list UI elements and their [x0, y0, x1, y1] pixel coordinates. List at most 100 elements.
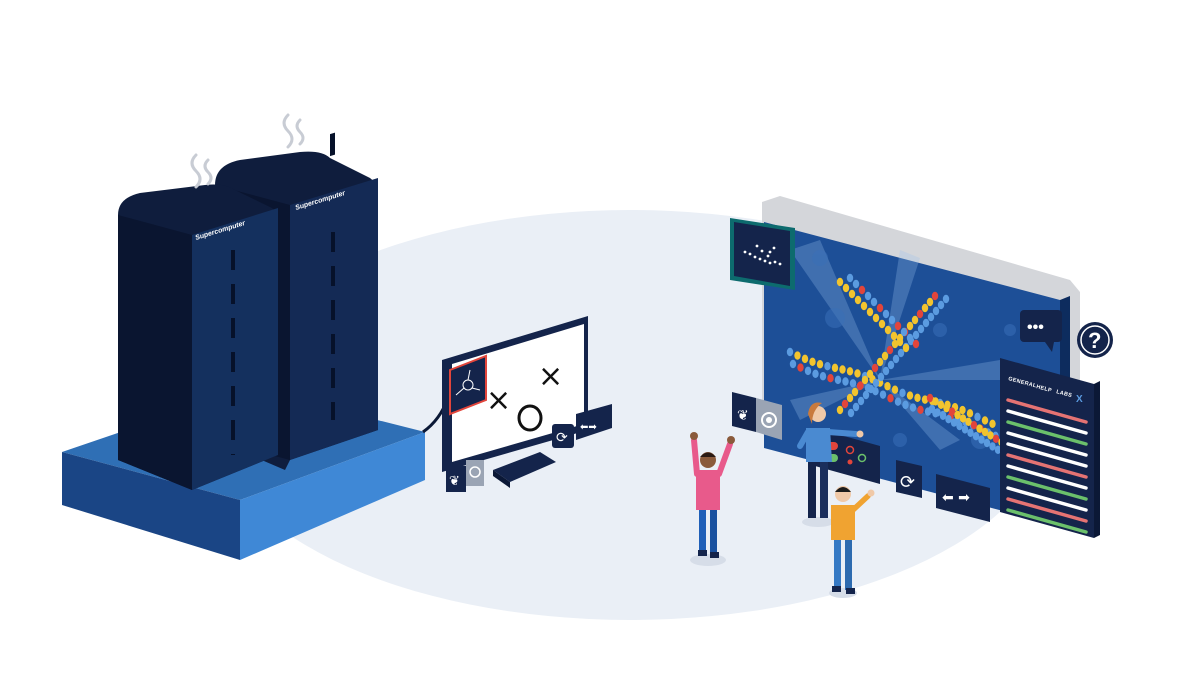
data-dot [902, 343, 910, 353]
data-dot [879, 390, 887, 399]
menu-list-row[interactable] [1006, 420, 1088, 446]
data-dot [976, 424, 983, 433]
data-dot [917, 324, 925, 334]
data-dot [926, 393, 934, 403]
data-dot [854, 295, 862, 305]
menu-list-row[interactable] [1006, 453, 1088, 479]
data-dot [954, 410, 961, 420]
data-dot [888, 315, 896, 325]
toggle-dot-red [845, 445, 855, 455]
data-dot [906, 333, 914, 343]
molecule-icon [455, 369, 481, 396]
menu-close-button[interactable]: X [1076, 394, 1083, 405]
data-dot [886, 345, 894, 355]
data-dot [861, 375, 869, 385]
data-dot [916, 309, 924, 319]
data-dot [959, 405, 966, 415]
menu-list-row[interactable] [1006, 398, 1088, 424]
data-dot [932, 397, 939, 406]
data-dot [890, 331, 898, 341]
data-dots [786, 273, 1007, 458]
data-dot [849, 379, 857, 388]
data-dot [884, 382, 891, 391]
menu-list-row[interactable] [1006, 486, 1088, 512]
data-dot [921, 395, 929, 404]
data-dot [891, 339, 899, 349]
data-dot [789, 359, 797, 369]
target-icon-core [766, 417, 772, 423]
big-arrows-button[interactable]: ⬅ ➡ [936, 474, 990, 522]
data-dot [974, 412, 981, 422]
data-dot [872, 313, 880, 323]
small-thumbnail[interactable] [449, 354, 487, 416]
small-display: × × ⟳ ⬅➡ ❦ [442, 316, 612, 492]
platform-left [62, 452, 240, 560]
data-dot [882, 366, 890, 376]
help-button[interactable]: ? [1077, 322, 1113, 358]
data-dot [945, 415, 952, 424]
data-dot [939, 411, 947, 420]
data-dot [937, 400, 945, 409]
data-dot [970, 421, 978, 430]
data-dot [884, 325, 892, 335]
small-arrows-button[interactable] [576, 404, 612, 440]
data-dot [866, 369, 874, 379]
small-target-button[interactable] [466, 460, 484, 486]
leaf-button[interactable]: ❦ [732, 392, 756, 432]
menu-list-row[interactable] [1006, 431, 1088, 457]
data-dot [801, 354, 809, 364]
refresh-icon: ⟳ [900, 472, 915, 493]
data-dot [809, 357, 816, 366]
menu-list-row[interactable] [1006, 497, 1088, 523]
big-thumbnail[interactable] [730, 218, 795, 290]
small-keyboard-front [493, 470, 510, 488]
data-dot [846, 273, 854, 283]
board-mark-2: × [538, 359, 563, 394]
data-dot [902, 400, 909, 410]
help-icon: ? [1088, 328, 1101, 353]
chat-bubble-dots: ••• [1027, 319, 1044, 336]
chat-bubble[interactable]: ••• [1020, 310, 1062, 352]
data-dot [887, 394, 894, 403]
data-dot [912, 339, 920, 349]
data-dot [882, 309, 890, 319]
data-dot [797, 363, 804, 372]
data-dot [834, 375, 842, 385]
data-dot [959, 414, 967, 423]
menu-list-row[interactable] [1006, 464, 1088, 490]
small-keyboard[interactable] [493, 452, 556, 482]
data-dot [978, 435, 985, 444]
menu-list-row[interactable] [1006, 409, 1088, 435]
small-refresh-button[interactable] [552, 424, 574, 448]
data-dot [942, 294, 950, 304]
data-dot [824, 361, 831, 371]
data-dot [878, 319, 886, 329]
data-dot [961, 425, 969, 434]
menu-list-row[interactable] [1006, 508, 1088, 534]
menu-list-row[interactable] [1006, 475, 1088, 501]
data-dot [856, 381, 864, 391]
data-dot [989, 442, 996, 451]
data-dot [917, 405, 924, 414]
data-dot [896, 337, 904, 347]
menu-tab-help[interactable]: HELP [1035, 384, 1052, 394]
data-dot [804, 366, 812, 376]
data-dot [846, 367, 854, 376]
data-dot [862, 390, 870, 400]
steam [190, 113, 305, 189]
data-dot [786, 347, 794, 357]
menu-list [1006, 398, 1088, 534]
data-dot [966, 409, 974, 418]
menu-list-row[interactable] [1006, 442, 1088, 468]
target-button[interactable] [756, 398, 782, 440]
data-dot [827, 373, 834, 383]
data-dot [912, 330, 920, 340]
platform-right [240, 432, 425, 560]
data-dot [937, 300, 945, 310]
menu-tab-labs[interactable]: LABS [1055, 389, 1072, 399]
data-dot [989, 419, 996, 429]
small-leaf-button[interactable] [446, 466, 466, 492]
toggle-dot-red-2 [847, 459, 853, 465]
person-pink-shirt [690, 432, 735, 566]
big-refresh-button[interactable]: ⟳ [896, 460, 922, 498]
